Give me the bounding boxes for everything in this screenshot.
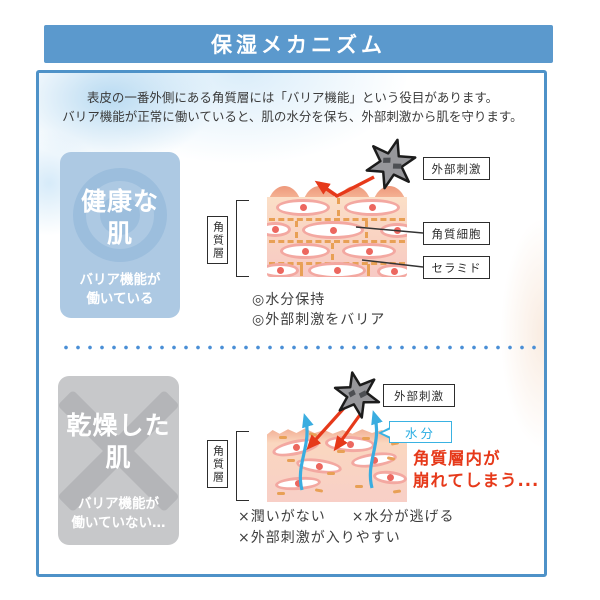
ceramide-fragment-icon — [355, 485, 363, 488]
collapse-warning-line2: 崩れてしまう... — [413, 471, 540, 490]
problem-point-row1: ×潤いがない ×水分が逃げる — [238, 507, 454, 528]
corneocyte-cell — [342, 243, 396, 259]
ceramide-fragment-icon — [392, 489, 402, 494]
dry-card-caption-line2: 働いていない… — [71, 515, 166, 531]
external-stimulus-label: 外部刺激 — [423, 157, 490, 180]
healthy-card-title: 健康な 肌 — [60, 186, 180, 250]
benefit-point: ◎外部刺激をバリア — [252, 312, 386, 328]
corneocyte-cell — [308, 262, 366, 277]
corneocyte-cell — [377, 264, 407, 277]
ceramide-joint-icon — [365, 221, 368, 238]
corneocyte-cell — [267, 263, 299, 277]
corneocyte-cell — [267, 222, 291, 237]
corneocyte-label: 角質細胞 — [423, 222, 490, 245]
dry-points: ×潤いがない ×水分が逃げる ×外部刺激が入りやすい — [238, 507, 454, 549]
ceramide-fragment-icon — [287, 459, 295, 462]
corneocyte-cell — [295, 455, 343, 477]
dry-card-title: 乾燥した 肌 — [58, 410, 179, 474]
ceramide-layer-icon — [269, 218, 405, 221]
dry-card-caption: バリア機能が 働いていない… — [58, 495, 179, 533]
collapse-warning-line1: 角質層内が — [413, 449, 501, 468]
stratum-corneum-label: 角質層 — [207, 440, 228, 488]
title-banner: 保湿メカニズム — [44, 25, 553, 63]
healthy-card-caption-line2: 働いている — [86, 291, 154, 307]
dotted-divider — [64, 345, 540, 350]
ceramide-fragment-icon — [279, 436, 287, 439]
problem-point: ×潤いがない — [238, 509, 326, 525]
healthy-points: ◎水分保持 ◎外部刺激をバリア — [252, 290, 385, 330]
ceramide-joint-icon — [300, 264, 303, 276]
bracket-icon — [236, 200, 249, 277]
ceramide-joint-icon — [331, 243, 334, 260]
ceramide-layer-icon — [269, 240, 405, 243]
double-circle-center-icon — [100, 195, 140, 235]
healthy-card-caption: バリア機能が 働いている — [60, 271, 180, 309]
ceramide-fragment-icon — [277, 492, 285, 495]
corneocyte-cell — [344, 199, 400, 216]
ceramide-fragment-icon — [362, 437, 370, 440]
healthy-card-caption-line1: バリア機能が — [79, 272, 161, 288]
corneocyte-cell — [276, 199, 330, 216]
dry-card-caption-line1: バリア機能が — [78, 496, 159, 512]
healthy-card-title-line1: 健康な — [80, 187, 159, 216]
external-stimulus-label: 外部刺激 — [383, 384, 455, 407]
healthy-skin-cross-section — [267, 197, 407, 277]
ceramide-fragment-icon — [308, 432, 318, 437]
stratum-corneum-label: 角質層 — [207, 216, 228, 264]
corneocyte-cell — [380, 223, 407, 238]
dry-card-title-line2: 肌 — [105, 443, 132, 472]
dry-card-title-line1: 乾燥した — [66, 411, 171, 440]
ceramide-label: セラミド — [423, 256, 490, 279]
dry-skin-card: 乾燥した 肌 バリア機能が 働いていない… — [58, 376, 179, 545]
benefit-point: ◎水分保持 — [252, 292, 326, 308]
healthy-card-title-line2: 肌 — [106, 219, 133, 248]
page-title: 保湿メカニズム — [211, 33, 386, 57]
intro-line-2: バリア機能が正常に働いていると、肌の水分を保ち、外部刺激から肌を守ります。 — [62, 109, 523, 124]
ceramide-fragment-icon — [327, 472, 335, 475]
intro-line-1: 表皮の一番外側にある角質層には「バリア機能」という役目があります。 — [86, 90, 499, 105]
ceramide-joint-icon — [337, 198, 340, 216]
problem-point: ×水分が逃げる — [351, 509, 455, 525]
healthy-skin-card: 健康な 肌 バリア機能が 働いている — [60, 152, 180, 318]
ceramide-joint-icon — [367, 264, 370, 276]
ceramide-fragment-icon — [337, 450, 345, 453]
corneocyte-cell — [302, 221, 364, 239]
corneocyte-cell — [270, 435, 322, 460]
corneocyte-cell — [280, 243, 330, 259]
ceramide-joint-icon — [295, 221, 298, 238]
collapse-warning-text: 角質層内が 崩れてしまう... — [413, 448, 539, 492]
bracket-icon — [236, 431, 249, 501]
ceramide-fragment-icon — [314, 488, 324, 493]
corneocyte-cell — [372, 469, 407, 486]
problem-point: ×外部刺激が入りやすい — [238, 530, 401, 546]
intro-text: 表皮の一番外側にある角質層には「バリア機能」という役目があります。 バリア機能が… — [44, 88, 541, 126]
moisture-label: 水分 — [378, 421, 452, 443]
